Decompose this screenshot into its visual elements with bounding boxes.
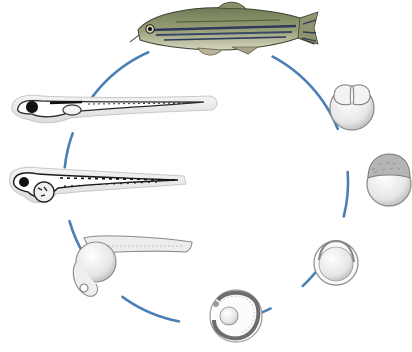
segmentation-embryo-icon	[210, 290, 262, 342]
cycle-ring-arc	[88, 52, 148, 102]
cycle-ring-arc	[65, 133, 73, 167]
cycle-ring-arc	[123, 297, 179, 322]
adult-zebrafish-icon	[130, 2, 318, 55]
epiboly-embryo-icon	[314, 241, 358, 285]
cycle-ring-arc	[344, 172, 348, 216]
blastula-embryo-icon	[367, 154, 411, 206]
hatching-larva-icon	[10, 167, 186, 202]
cycle-ring-arc	[273, 57, 338, 129]
pharyngula-embryo-icon	[73, 236, 192, 296]
two-cell-embryo-icon	[330, 85, 374, 130]
larva-icon	[12, 95, 217, 122]
